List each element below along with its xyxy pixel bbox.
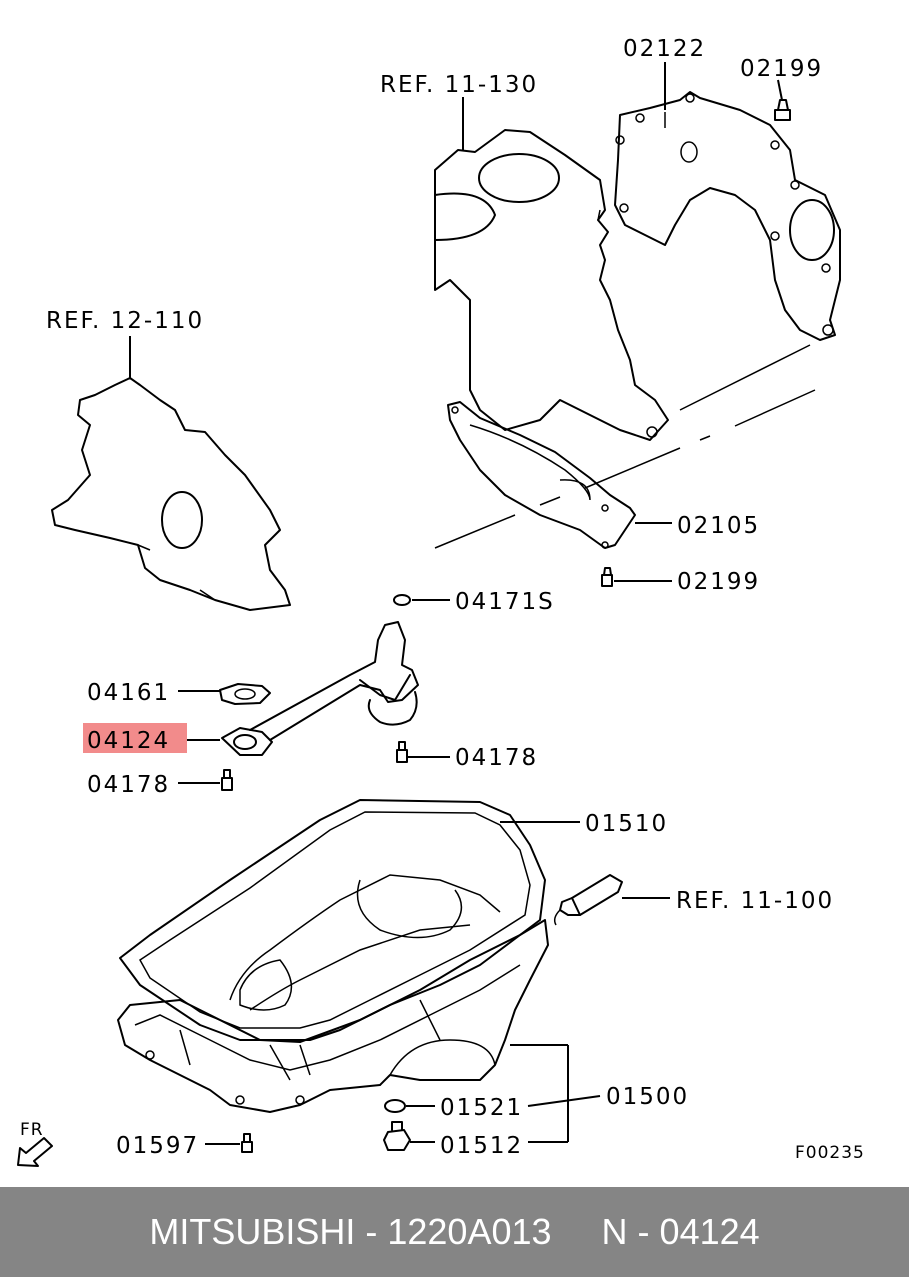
footer-gap [552, 1211, 602, 1253]
label-01512: 01512 [440, 1133, 523, 1159]
rear-plate-02122 [614, 91, 841, 341]
cover-plate-02105 [447, 401, 636, 549]
oring-04171s [393, 594, 411, 606]
oil-strainer-04124 [221, 621, 419, 756]
oil-pan-01500 [117, 919, 549, 1113]
label-ref-11-130: REF. 11-130 [380, 72, 538, 98]
footer-bar: MITSUBISHI - 1220A013 N - 04124 [0, 1187, 909, 1277]
label-04161: 04161 [87, 680, 170, 706]
figure-code: F00235 [795, 1143, 865, 1163]
bolt-02199-mid [601, 567, 613, 587]
label-01521: 01521 [440, 1095, 523, 1121]
gasket-04161 [219, 683, 271, 705]
bolt-01597 [241, 1133, 253, 1153]
label-ref-11-100: REF. 11-100 [676, 888, 834, 914]
label-02122: 02122 [623, 36, 706, 62]
label-04124: 04124 [87, 728, 170, 754]
label-02105: 02105 [677, 513, 760, 539]
label-01500: 01500 [606, 1084, 689, 1110]
engine-block-ref-11-130 [434, 129, 669, 441]
footer-position-prefix: N - [601, 1211, 660, 1252]
label-02199-top: 02199 [740, 56, 823, 82]
label-01510: 01510 [585, 811, 668, 837]
footer-part-number: 1220A013 [387, 1211, 552, 1252]
front-direction-indicator: FR [17, 1120, 53, 1167]
sealant-tube [553, 874, 623, 926]
highlight-04124 [83, 723, 187, 753]
bolt-04178-right [396, 741, 408, 763]
label-04178-right: 04178 [455, 745, 538, 771]
bell-housing-ref-12-110 [51, 377, 291, 611]
footer-separator: - [355, 1211, 388, 1252]
gasket-01521 [384, 1099, 406, 1113]
footer-position-number: 04124 [659, 1211, 760, 1252]
baffle-01510 [119, 799, 546, 1041]
label-04171s: 04171S [455, 589, 555, 615]
bolt-04178-left [221, 769, 233, 791]
front-arrow-icon [17, 1137, 53, 1167]
drain-plug-01512 [383, 1121, 411, 1151]
label-fr: FR [20, 1120, 44, 1140]
label-ref-12-110: REF. 12-110 [46, 308, 204, 334]
label-01597: 01597 [116, 1133, 199, 1159]
parts-diagram: REF. 11-130 02122 02199 REF. 12-110 0210… [17, 36, 865, 1167]
bolt-02199-top [774, 99, 791, 121]
footer-brand: MITSUBISHI [149, 1211, 356, 1252]
label-04178-left: 04178 [87, 772, 170, 798]
label-02199-mid: 02199 [677, 569, 760, 595]
